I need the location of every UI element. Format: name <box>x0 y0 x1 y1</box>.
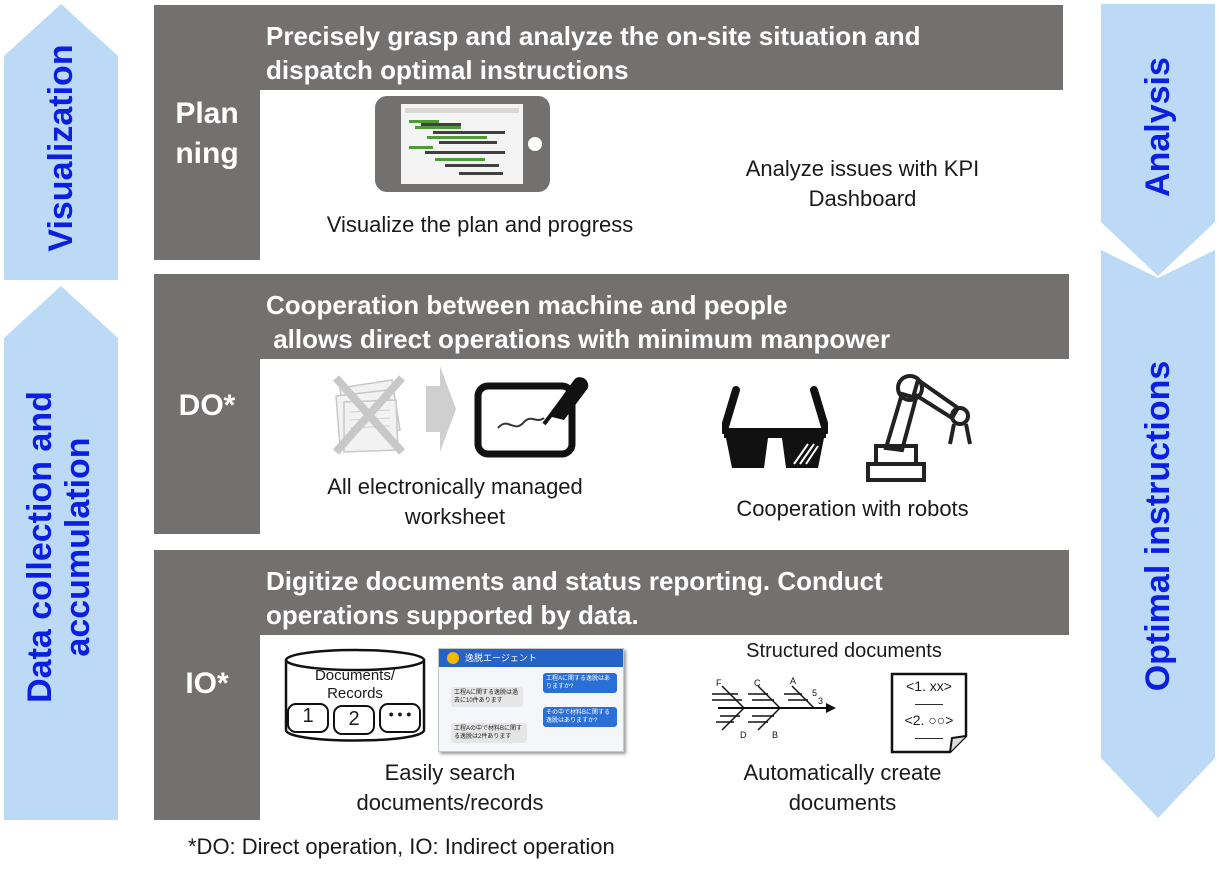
chat-window: 逸脱エージェント 工程Aに関する逸脱は過去に10件あります 工程Aに関する逸脱は… <box>438 648 624 752</box>
structured-documents-label: Structured documents <box>746 640 942 662</box>
do-caption-left-line2: worksheet <box>404 504 506 529</box>
fishbone-label-a: A <box>790 676 796 686</box>
do-caption-left-line1: All electronically managed <box>327 474 583 499</box>
tablet-pen-icon <box>474 377 589 458</box>
do-heading-line1: Cooperation between machine and people <box>266 290 788 320</box>
fishbone-label-f: F <box>716 678 722 688</box>
optimal-instructions-arrow <box>1101 250 1215 818</box>
chat-msg-4: 工程Aの中で材料Bに関する逸脱は2件あります <box>451 723 527 743</box>
do-label: DO* <box>178 389 236 422</box>
robot-arm-icon <box>866 374 972 482</box>
planning-heading: Precisely grasp and analyze the on-site … <box>254 5 1063 90</box>
planning-label-panel <box>154 5 260 260</box>
database-label-line2: Records <box>327 685 383 702</box>
do-caption-left: All electronically managed worksheet <box>290 472 620 532</box>
visualization-label: Visualization <box>42 44 80 252</box>
chat-msg-1: 工程Aに関する逸脱は過去に10件あります <box>451 687 523 707</box>
chat-msg-3: その中で材料Bに関する逸脱はありますか? <box>543 707 617 727</box>
database-slot-1: 1 <box>302 705 314 727</box>
chat-avatar-icon <box>447 652 459 664</box>
fishbone-label-5: 5 <box>812 688 817 698</box>
arrow-right-icon <box>426 366 456 452</box>
tablet-gantt-icon <box>375 96 550 192</box>
fishbone-label-3: 3 <box>818 696 823 706</box>
document-line-2: —— <box>915 695 943 711</box>
chat-msg-2: 工程Aに関する逸脱はありますか? <box>543 673 617 693</box>
database-slot-3: • • • <box>388 706 412 722</box>
io-caption-left-line1: Easily search <box>384 760 516 785</box>
planning-heading-line1: Precisely grasp and analyze the on-site … <box>266 21 921 51</box>
data-collection-label: Data collection and accumulation <box>21 347 101 747</box>
document-content: <1. xx> —— <2. ○○> —— <box>892 678 966 746</box>
io-heading: Digitize documents and status reporting.… <box>254 550 1069 635</box>
io-heading-line1: Digitize documents and status reporting.… <box>266 566 883 596</box>
paper-stack-crossed-icon <box>333 375 405 455</box>
analysis-label: Analysis <box>1139 57 1177 197</box>
analysis-arrow <box>1101 4 1215 276</box>
fishbone-label-d: D <box>740 730 747 740</box>
planning-caption-right-line1: Analyze issues with KPI <box>745 156 980 181</box>
data-collection-arrow <box>4 286 118 820</box>
optimal-instructions-label: Optimal instructions <box>1139 360 1177 692</box>
document-line-3: <2. ○○> <box>904 712 954 728</box>
planning-caption-right: Analyze issues with KPI Dashboard <box>700 154 1025 214</box>
fishbone-label-b: B <box>772 730 778 740</box>
chat-title: 逸脱エージェント <box>465 653 537 663</box>
planning-label-line1: Plan <box>175 97 239 130</box>
database-label: Documents/ Records <box>290 667 420 703</box>
data-collection-label-line2: accumulation <box>59 437 97 657</box>
database-label-line1: Documents/ <box>314 667 396 684</box>
document-line-1: <1. xx> <box>906 678 952 694</box>
io-caption-right: Automatically create documents <box>700 758 985 818</box>
planning-label: Plan ning <box>154 94 260 174</box>
io-label: IO* <box>185 667 229 700</box>
data-collection-label-line1: Data collection and <box>21 391 59 703</box>
document-icon <box>890 672 968 754</box>
do-heading: Cooperation between machine and people a… <box>254 274 1069 359</box>
do-label-panel <box>154 274 260 534</box>
document-line-4: —— <box>915 729 943 745</box>
planning-caption-right-line2: Dashboard <box>808 186 917 211</box>
do-caption-right: Cooperation with robots <box>736 496 969 521</box>
chat-titlebar: 逸脱エージェント <box>439 649 623 667</box>
planning-label-line2: ning <box>175 137 239 170</box>
io-caption-right-line2: documents <box>788 790 897 815</box>
footnote: *DO: Direct operation, IO: Indirect oper… <box>188 834 615 859</box>
planning-caption-left: Visualize the plan and progress <box>326 212 634 237</box>
io-caption-left: Easily search documents/records <box>300 758 600 818</box>
fishbone-label-c: C <box>754 678 761 688</box>
planning-heading-line2: dispatch optimal instructions <box>266 55 629 85</box>
io-heading-line2: operations supported by data. <box>266 600 639 630</box>
database-slot-2: 2 <box>348 708 360 730</box>
database-icon <box>284 648 426 742</box>
visualization-arrow <box>4 4 118 280</box>
io-caption-right-line1: Automatically create <box>743 760 942 785</box>
do-heading-line2: allows direct operations with minimum ma… <box>266 324 891 354</box>
io-label-panel <box>154 550 260 820</box>
io-caption-left-line2: documents/records <box>356 790 544 815</box>
smart-glasses-icon <box>722 386 828 468</box>
fishbone-diagram-icon: F C A 5 3 D B <box>712 676 836 740</box>
